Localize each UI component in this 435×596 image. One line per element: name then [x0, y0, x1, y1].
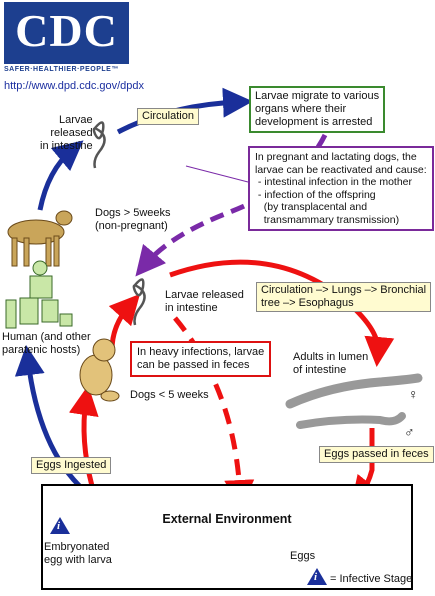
- larvae-released-top-label: Larvae released in intestine: [40, 114, 93, 152]
- female-symbol: ♀: [408, 386, 419, 402]
- male-symbol: ♂: [404, 424, 415, 440]
- larvae-released-mid-label: Larvae released in intestine: [165, 289, 244, 314]
- migration-box: Larvae migrate to various organs where t…: [249, 86, 386, 133]
- eggs-label: Eggs: [290, 550, 316, 562]
- dogs-over-5-label: Dogs > 5weeks (non-pregnant): [95, 207, 171, 232]
- larva-top: [92, 121, 106, 169]
- reactivation-box: In pregnant and lactating dogs, the larv…: [248, 146, 434, 231]
- source-url[interactable]: http://www.dpd.cdc.gov/dpdx: [4, 80, 145, 92]
- arrow-puppy-to-larvae: [108, 293, 141, 351]
- arrow-dog-to-larvae: [37, 140, 84, 211]
- cdc-tagline: SAFER·HEALTHIER·PEOPLE™: [4, 66, 119, 73]
- adult-worm-female: [285, 373, 423, 409]
- human-illustration: [5, 260, 73, 329]
- cdc-logo: CDC: [4, 2, 129, 64]
- infective-stage-icon: i: [50, 517, 70, 539]
- human-label: Human (and other paratenic hosts): [2, 331, 91, 356]
- infective-stage-legend: = Infective Stage: [330, 573, 413, 585]
- connector-line: [185, 165, 249, 183]
- external-environment-box: External Environment: [41, 484, 413, 590]
- legend-infective-symbol: i: [314, 571, 318, 583]
- circulation-box: Circulation: [137, 108, 199, 125]
- embryonated-label: Embryonated egg with larva: [44, 541, 112, 566]
- dog-adult-illustration: [7, 210, 73, 267]
- heavy-infection-box: In heavy infections, larvae can be passe…: [130, 341, 272, 377]
- arrow-heavy-infection: [173, 316, 255, 510]
- eggs-ingested-box: Eggs Ingested: [31, 457, 112, 474]
- arrow-eggs-ingested: [68, 385, 99, 487]
- legend-infective-icon: i: [307, 568, 327, 590]
- dogs-under-5-label: Dogs < 5 weeks: [130, 389, 209, 401]
- external-environment-title: External Environment: [162, 512, 292, 526]
- puppy-illustration: [79, 338, 120, 402]
- larva-mid: [132, 278, 146, 326]
- adults-label: Adults in lumen of intestine: [293, 351, 369, 376]
- eggs-passed-box: Eggs passed in feces: [319, 446, 434, 463]
- circulation-lungs-box: Circulation –> Lungs –> Bronchial tree –…: [256, 282, 432, 312]
- adult-worm-male: [296, 412, 406, 429]
- cdc-logo-text: CDC: [15, 5, 118, 56]
- infective-symbol: i: [57, 520, 61, 532]
